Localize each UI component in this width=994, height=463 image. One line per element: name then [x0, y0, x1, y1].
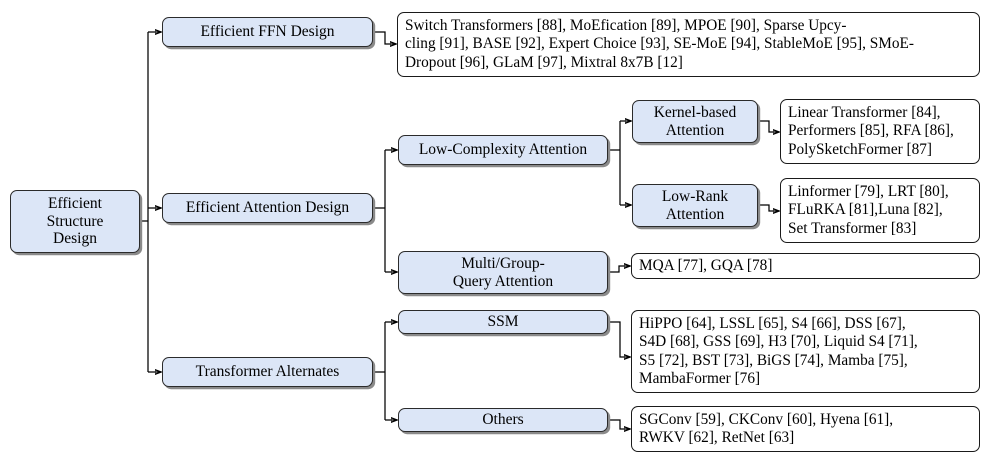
leafbox-ssm: HiPPO [64], LSSL [65], S4 [66], DSS [67]… [631, 310, 980, 393]
leafbox-text: MQA [77], GQA [78] [639, 256, 773, 274]
leafbox-others: SGConv [59], CKConv [60], Hyena [61], RW… [631, 406, 980, 452]
node-others[interactable]: Others [398, 408, 608, 432]
leafbox-text: Linformer [79], LRT [80], FLuRKA [81],Lu… [788, 183, 973, 237]
leaf-line1: Linear Transformer [84], [788, 104, 941, 122]
root-label-line3: Design [53, 230, 97, 248]
node-ssm[interactable]: SSM [398, 310, 608, 334]
node-label: Efficient Structure Design [15, 195, 135, 249]
node-multi-group-query-attention[interactable]: Multi/Group- Query Attention [398, 251, 608, 294]
leafbox-text: Switch Transformers [88], MoEfication [8… [405, 17, 973, 71]
leaf-line1: Linformer [79], LRT [80], [788, 183, 949, 201]
leaf-line3: Set Transformer [83] [788, 219, 917, 237]
leafbox-text: SGConv [59], CKConv [60], Hyena [61], RW… [639, 411, 973, 447]
leaf-line1: Switch Transformers [88], MoEfication [8… [405, 17, 847, 35]
leaf-line2: Performers [85], RFA [86], [788, 122, 954, 140]
node-label: Efficient Attention Design [185, 199, 350, 217]
node-label-line2: Query Attention [452, 272, 554, 290]
leaf-line3: Dropout [96], GLaM [97], Mixtral 8x7B [1… [405, 53, 683, 71]
wire-kernel-to-leaf [758, 120, 779, 132]
wire-ffn-to-leaf [373, 31, 396, 44]
node-label: Transformer Alternates [195, 363, 340, 381]
leaf-line2: cling [91], BASE [92], Expert Choice [93… [405, 35, 914, 53]
leaf-line1: SGConv [59], CKConv [60], Hyena [61], [639, 410, 894, 428]
node-label-line2: Attention [665, 121, 725, 139]
leaf-line2: FLuRKA [81],Luna [82], [788, 201, 943, 219]
leafbox-text: HiPPO [64], LSSL [65], S4 [66], DSS [67]… [639, 315, 973, 387]
node-efficient-ffn-design[interactable]: Efficient FFN Design [162, 17, 373, 47]
root-label-line1: Efficient [48, 194, 102, 212]
wire-ssm-to-leaf [608, 321, 630, 357]
node-label: Efficient FFN Design [200, 23, 335, 41]
node-efficient-attention-design[interactable]: Efficient Attention Design [162, 193, 373, 223]
node-low-complexity-attention[interactable]: Low-Complexity Attention [398, 135, 608, 165]
node-label: Low-Complexity Attention [418, 141, 588, 159]
node-label: Low-Rank Attention [637, 188, 753, 224]
leaf-line2: S4D [68], GSS [69], H3 [70], Liquid S4 [… [639, 333, 918, 351]
node-label: Others [482, 411, 524, 429]
node-kernel-based-attention[interactable]: Kernel-based Attention [632, 100, 758, 143]
node-low-rank-attention[interactable]: Low-Rank Attention [632, 184, 758, 227]
wire-lowrank-to-leaf [758, 204, 779, 211]
leafbox-text: Linear Transformer [84], Performers [85]… [788, 104, 973, 158]
node-transformer-alternates[interactable]: Transformer Alternates [162, 357, 373, 387]
leaf-line1: HiPPO [64], LSSL [65], S4 [66], DSS [67]… [639, 315, 906, 333]
node-efficient-structure-design[interactable]: Efficient Structure Design [10, 190, 140, 253]
root-label-line2: Structure [46, 212, 104, 230]
node-label-line1: Multi/Group- [461, 254, 545, 272]
leaf-line3: PolySketchFormer [87] [788, 140, 933, 158]
node-label-line1: Kernel-based [653, 103, 737, 121]
leafbox-efficient-ffn-design: Switch Transformers [88], MoEfication [8… [397, 12, 980, 77]
leafbox-kernel-based-attention: Linear Transformer [84], Performers [85]… [780, 99, 980, 164]
leafbox-low-rank-attention: Linformer [79], LRT [80], FLuRKA [81],Lu… [780, 178, 980, 243]
node-label: Kernel-based Attention [637, 104, 753, 140]
node-label: SSM [487, 313, 519, 331]
node-label-line2: Attention [665, 205, 725, 223]
node-label: Multi/Group- Query Attention [403, 255, 603, 291]
wire-others-to-leaf [608, 419, 630, 429]
wire-mqa-to-leaf [608, 266, 630, 273]
leaf-line3: S5 [72], BST [73], BiGS [74], Mamba [75]… [639, 351, 908, 369]
leaf-line4: MambaFormer [76] [639, 369, 761, 387]
leaf-line2: RWKV [62], RetNet [63] [639, 429, 795, 446]
leafbox-mqa-gqa: MQA [77], GQA [78] [631, 253, 980, 279]
node-label-line1: Low-Rank [661, 187, 729, 205]
